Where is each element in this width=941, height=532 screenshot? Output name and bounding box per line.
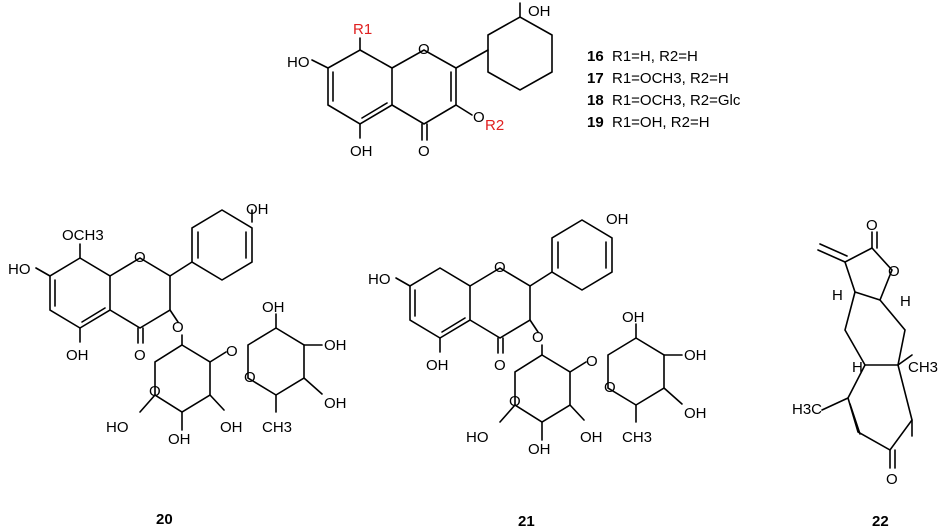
c21-ring-oxygen-label: O (494, 259, 506, 276)
c22-lactone-ring-oxygen: O (888, 263, 900, 280)
c22-h-a: H (832, 287, 843, 304)
c21-glycosidic-oxygen-label: O (532, 329, 544, 346)
r2-label: R2 (485, 117, 504, 134)
compound-22-number: 22 (872, 513, 889, 530)
c20-och3-label: OCH3 (62, 227, 104, 244)
c20-keto-oxygen-label: O (134, 347, 146, 364)
c21-oh5-label: OH (426, 357, 449, 374)
c20-sugar1-ring-oxygen: O (149, 383, 161, 400)
o3-label: O (473, 109, 485, 126)
c20-sugar1-anomeric-oh: HO (106, 419, 129, 436)
c21-sugar1-oh3: OH (580, 429, 603, 446)
c20-sugar2-oh-a: OH (262, 299, 285, 316)
keto-oxygen-label: O (418, 143, 430, 160)
variant-legend: 16 R1=H, R2=H 17 R1=OCH3, R2=H 18 R1=OCH… (587, 48, 741, 131)
c21-sugar2-oh-c: OH (684, 405, 707, 422)
c20-oh5-label: OH (66, 347, 89, 364)
structure-compound-21 (395, 219, 683, 441)
c22-keto-oxygen: O (886, 471, 898, 488)
c21-sugar2-oh-a: OH (622, 309, 645, 326)
compound-20-number: 20 (156, 511, 173, 528)
c21-sugar1-ring-oxygen: O (509, 393, 521, 410)
c21-ho7-label: HO (368, 271, 391, 288)
c20-sugar2-oh-b: OH (324, 337, 347, 354)
c21-oh4prime-label: OH (606, 211, 629, 228)
variant-16-desc: R1=H, R2=H (612, 48, 698, 65)
r1-label: R1 (353, 21, 372, 38)
c21-sugar1-oh2: OH (528, 441, 551, 458)
c20-sugar2-ring-oxygen: O (244, 369, 256, 386)
c22-h-c: H (852, 359, 863, 376)
variant-19-desc: R1=OH, R2=H (612, 114, 710, 131)
structure-compound-20 (35, 209, 323, 431)
c20-ho7-label: HO (8, 261, 31, 278)
oh-5-label: OH (350, 143, 373, 160)
variant-18-desc: R1=OCH3, R2=Glc (612, 92, 741, 109)
c21-sugar2-ring-oxygen: O (604, 379, 616, 396)
oh-4prime-label: OH (528, 3, 551, 20)
c21-sugar1-link-oxygen: O (586, 353, 598, 370)
variant-17-number: 17 (587, 70, 604, 87)
c20-sugar1-oh3: OH (220, 419, 243, 436)
c22-ch3-a: CH3 (908, 359, 938, 376)
c21-sugar1-anomeric-oh: HO (466, 429, 489, 446)
c21-sugar2-ch3: CH3 (622, 429, 652, 446)
c20-sugar2-oh-c: OH (324, 395, 347, 412)
c22-ch3-b: H3C (792, 401, 822, 418)
variant-17-desc: R1=OCH3, R2=H (612, 70, 729, 87)
c20-glycosidic-oxygen-label: O (172, 319, 184, 336)
ho-8-label: HO (287, 54, 310, 71)
c20-sugar1-oh2: OH (168, 431, 191, 448)
c20-sugar2-ch3: CH3 (262, 419, 292, 436)
variant-16-number: 16 (587, 48, 604, 65)
c20-oh4prime-label: OH (246, 201, 269, 218)
structure-compound-22 (817, 231, 913, 469)
structure-flavonol-core (311, 2, 553, 141)
ring-oxygen-label: O (418, 41, 430, 58)
variant-18-number: 18 (587, 92, 604, 109)
c20-sugar1-link-oxygen: O (226, 343, 238, 360)
c22-lactone-keto-oxygen: O (866, 217, 878, 234)
compound-21-number: 21 (518, 513, 535, 530)
c21-keto-oxygen-label: O (494, 357, 506, 374)
c20-ring-oxygen-label: O (134, 249, 146, 266)
c21-sugar2-oh-b: OH (684, 347, 707, 364)
variant-19-number: 19 (587, 114, 604, 131)
c22-h-b: H (900, 293, 911, 310)
